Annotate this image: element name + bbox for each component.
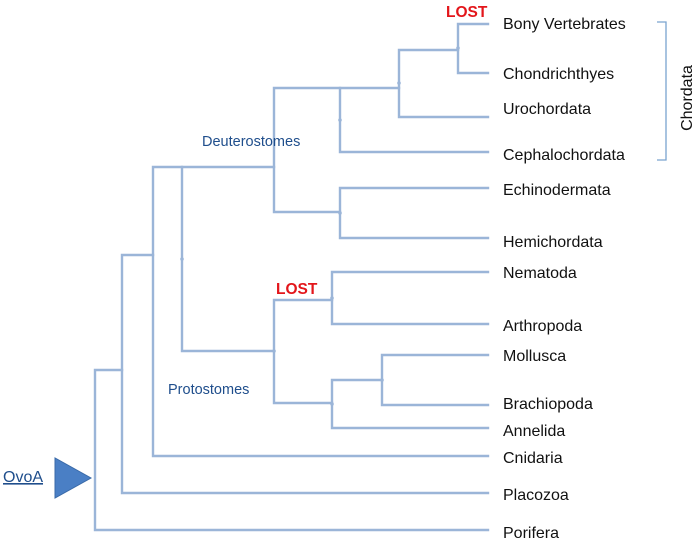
node-dot [338,211,342,215]
taxon-nematoda: Nematoda [503,265,577,282]
branch-olfactores-node [397,48,490,119]
node-dot [456,46,460,50]
branch-chordate-node [338,86,490,154]
group-label-chordata: Chordata [679,65,696,131]
branch-vertebrate-node [456,22,490,75]
node-dot [330,296,334,300]
taxon-labels: Bony Vertebrates Chondrichthyes Urochord… [503,16,626,542]
root-triangle-icon [54,457,93,499]
taxon-echinodermata: Echinodermata [503,182,611,199]
branch-protostome-node [272,298,334,405]
node-dot [272,349,276,353]
taxon-cnidaria: Cnidaria [503,450,563,467]
taxon-mollusca: Mollusca [503,348,566,365]
branch-ambulacraria-node [338,186,490,240]
taxon-hemichordata: Hemichordata [503,234,603,251]
loss-label-ecdysozoa: LOST [276,281,318,298]
taxon-arthropoda: Arthropoda [503,318,582,335]
root-label: OvoA [3,469,43,486]
clade-label-protostomes: Protostomes [168,382,249,398]
taxon-placozoa: Placozoa [503,487,569,504]
branch-deuterostome-node [272,86,342,214]
branch-cnidaria-node [151,165,490,458]
taxon-chondrichthyes: Chondrichthyes [503,66,614,83]
taxon-brachiopoda: Brachiopoda [503,396,593,413]
node-dot [397,81,401,85]
tree-nodes [180,46,460,406]
taxon-bony-vertebrates: Bony Vertebrates [503,16,626,33]
clade-label-deuterostomes: Deuterostomes [202,134,300,150]
branch-placozoa-node [120,253,490,495]
loss-label-vertebrates: LOST [446,4,488,21]
chordata-bracket [657,21,667,161]
taxon-annelida: Annelida [503,423,565,440]
branch-bilateria-node [180,165,276,353]
branch-mollusca-brachiopoda-node [380,353,490,407]
node-dot [380,378,384,382]
taxon-urochordata: Urochordata [503,101,591,118]
node-dot [330,402,334,406]
node-dot [338,118,342,122]
taxon-cephalochordata: Cephalochordata [503,147,625,164]
branch-ecdysozoa-node [330,270,490,326]
taxon-porifera: Porifera [503,525,559,542]
branch-root [93,368,490,532]
tree-branches [93,22,490,532]
node-dot [180,257,184,261]
